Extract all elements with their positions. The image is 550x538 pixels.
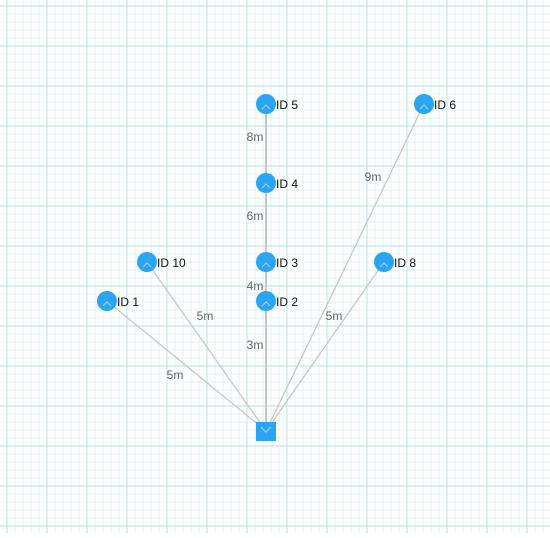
node-label: ID 10 — [157, 256, 186, 270]
edge-gateway-n8 — [265, 261, 385, 432]
edge-gateway-n10 — [146, 261, 267, 432]
node-circle[interactable] — [137, 252, 157, 272]
nodes-layer: ID 1 ID 2 ID 3 ID 4 ID 5 ID 6 ID 8 ID 10 — [97, 94, 456, 441]
edge-gateway-n1 — [106, 300, 267, 432]
node-n2[interactable]: ID 2 — [256, 291, 298, 311]
node-n4[interactable]: ID 4 — [256, 173, 298, 193]
node-label: ID 8 — [394, 256, 416, 270]
gateway-arrow-marker — [260, 426, 272, 433]
node-label: ID 6 — [434, 98, 456, 112]
arrow-marker-icon — [379, 262, 389, 268]
node-circle[interactable] — [374, 252, 394, 272]
arrow-marker-icon — [142, 262, 152, 268]
node-circle[interactable] — [256, 173, 276, 193]
arrow-marker-icon — [261, 104, 271, 110]
node-n10[interactable]: ID 10 — [137, 252, 186, 272]
node-label: ID 1 — [117, 295, 139, 309]
node-label: ID 3 — [276, 256, 298, 270]
arrow-marker-icon — [261, 183, 271, 189]
edge-distance-label: 8m — [247, 130, 264, 144]
node-n8[interactable]: ID 8 — [374, 252, 416, 272]
edge-distance-label: 5m — [326, 309, 343, 323]
arrow-marker-icon — [261, 301, 271, 307]
node-n3[interactable]: ID 3 — [256, 252, 298, 272]
node-n5[interactable]: ID 5 — [256, 94, 298, 114]
node-n1[interactable]: ID 1 — [97, 291, 139, 311]
edge-labels-layer: 5m 5m 3m 4m 6m 8m 5m 9m — [167, 130, 382, 382]
arrow-marker-icon — [102, 301, 112, 307]
node-circle[interactable] — [256, 94, 276, 114]
node-circle[interactable] — [414, 94, 434, 114]
node-label: ID 4 — [276, 177, 298, 191]
arrow-marker-icon — [261, 262, 271, 268]
edge-gateway-n6 — [265, 103, 425, 432]
edge-distance-label: 9m — [365, 170, 382, 184]
edge-distance-label: 4m — [247, 279, 264, 293]
edge-distance-label: 5m — [197, 309, 214, 323]
node-circle[interactable] — [256, 252, 276, 272]
arrow-marker-icon — [419, 104, 429, 110]
node-n6[interactable]: ID 6 — [414, 94, 456, 114]
node-label: ID 5 — [276, 98, 298, 112]
edge-distance-label: 6m — [247, 209, 264, 223]
node-label: ID 2 — [276, 295, 298, 309]
edge-distance-label: 3m — [247, 338, 264, 352]
node-circle[interactable] — [97, 291, 117, 311]
node-circle[interactable] — [256, 291, 276, 311]
edge-distance-label: 5m — [167, 368, 184, 382]
